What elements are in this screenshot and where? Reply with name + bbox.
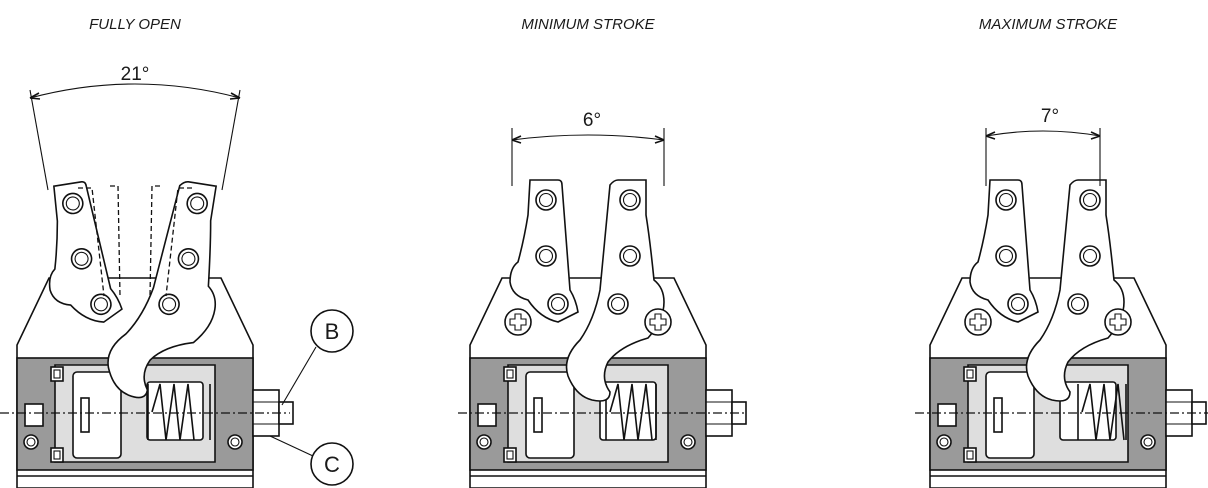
callout-b <box>310 309 354 353</box>
view-title: MINIMUM STROKE <box>521 16 655 33</box>
view-title: MAXIMUM STROKE <box>979 16 1118 33</box>
callout-c-label: C <box>324 452 340 477</box>
view-fully-open: FULLY OPEN 21° B C <box>0 16 354 488</box>
angle-label: 7° <box>1041 106 1059 127</box>
angle-label: 6° <box>583 110 601 131</box>
callout-b-label: B <box>325 319 340 344</box>
view-title: FULLY OPEN <box>89 16 181 33</box>
view-maximum-stroke: MAXIMUM STROKE 7° <box>915 16 1208 488</box>
view-minimum-stroke: MINIMUM STROKE 6° <box>458 16 747 488</box>
callout-c <box>310 442 354 486</box>
angle-label: 21° <box>121 64 150 85</box>
